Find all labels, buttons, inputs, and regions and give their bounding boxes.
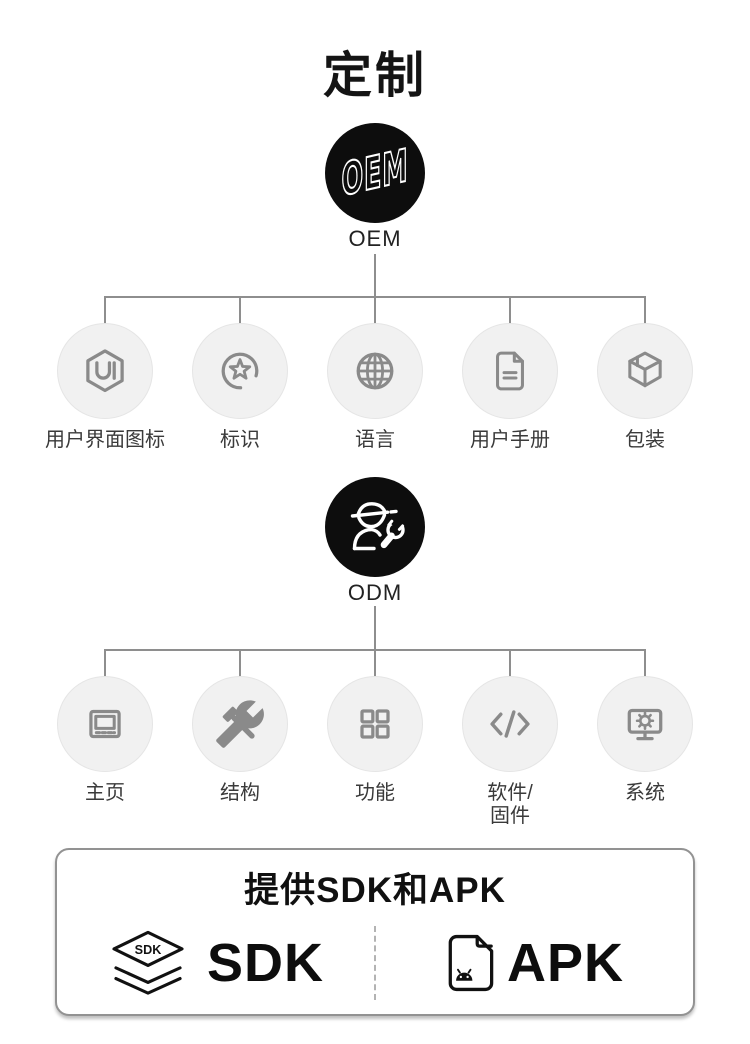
homepage-circle <box>57 676 153 772</box>
ui-hexagon-icon <box>86 349 124 393</box>
odm-child-structure: 结构 <box>165 676 315 805</box>
node-label: 包装 <box>625 429 665 451</box>
apk-label: APK <box>506 932 624 993</box>
oem-label: OEM <box>348 226 402 251</box>
oem-child-manual: 用户手册 <box>435 323 585 452</box>
odm-child-software-firmware: 软件/ 固件 <box>435 676 585 828</box>
odm-drop-line-2 <box>239 649 241 677</box>
star-badge-icon <box>221 352 259 390</box>
offer-box: 提供SDK和APK SDK SDK APK <box>55 848 695 1016</box>
offer-divider <box>374 925 376 1000</box>
user-manual-icon <box>496 351 524 391</box>
apk-group: APK <box>376 932 693 994</box>
odm-label: ODM <box>347 580 403 605</box>
oem-child-language: 语言 <box>300 323 450 452</box>
sdk-icon-text: SDK <box>135 942 162 956</box>
oem-child-ui-icons: 用户界面图标 <box>30 323 180 452</box>
oem-child-branding: 标识 <box>165 323 315 452</box>
offer-title: 提供SDK和APK <box>244 871 506 910</box>
node-label: 结构 <box>220 782 260 804</box>
node-label: 用户手册 <box>470 429 550 451</box>
node-label: 系统 <box>625 782 665 804</box>
oem-trunk-line <box>374 254 376 297</box>
monitor-gear-icon <box>627 708 663 741</box>
odm-drop-line-3 <box>374 649 376 677</box>
oem-child-packaging: 包装 <box>570 323 720 452</box>
node-label: 语言 <box>355 429 395 451</box>
grid-icon <box>360 709 390 739</box>
odm-child-features: 功能 <box>300 676 450 805</box>
apk-file-icon <box>448 934 494 991</box>
sdk-group: SDK SDK <box>57 929 374 997</box>
software-circle <box>462 676 558 772</box>
oem-drop-line-5 <box>644 296 646 324</box>
features-circle <box>327 676 423 772</box>
oem-logo-icon: OEM <box>341 138 410 208</box>
odm-trunk-line <box>374 606 376 650</box>
globe-icon <box>356 352 394 390</box>
odm-child-homepage: 主页 <box>30 676 180 805</box>
oem-drop-line-4 <box>509 296 511 324</box>
offer-row: SDK SDK APK <box>57 911 693 1014</box>
node-label: 主页 <box>85 782 125 804</box>
sdk-label: SDK <box>206 932 324 993</box>
odm-child-system: 系统 <box>570 676 720 805</box>
odm-drop-line-4 <box>509 649 511 677</box>
manual-circle <box>462 323 558 419</box>
oem-logo-text: OEM <box>341 139 408 207</box>
odm-drop-line-5 <box>644 649 646 677</box>
language-circle <box>327 323 423 419</box>
node-label: 标识 <box>220 429 260 451</box>
structure-circle <box>192 676 288 772</box>
node-label: 软件/ 固件 <box>487 782 533 827</box>
node-label: 用户界面图标 <box>45 429 165 451</box>
package-box-icon <box>628 351 662 388</box>
odm-drop-line-1 <box>104 649 106 677</box>
oem-drop-line-1 <box>104 296 106 324</box>
odm-node <box>325 477 425 577</box>
ui-circle <box>57 323 153 419</box>
sdk-layers-icon: SDK <box>112 930 184 995</box>
packaging-circle <box>597 323 693 419</box>
oem-node: OEM <box>325 123 425 223</box>
branding-circle <box>192 323 288 419</box>
oem-drop-line-3 <box>374 296 376 324</box>
oem-drop-line-2 <box>239 296 241 324</box>
system-circle <box>597 676 693 772</box>
page-title: 定制 <box>322 49 427 103</box>
code-icon <box>490 710 530 738</box>
hammer-wrench-icon <box>216 700 264 748</box>
home-screen-icon <box>89 709 121 739</box>
node-label: 功能 <box>355 782 395 804</box>
worker-wrench-icon <box>350 502 405 551</box>
